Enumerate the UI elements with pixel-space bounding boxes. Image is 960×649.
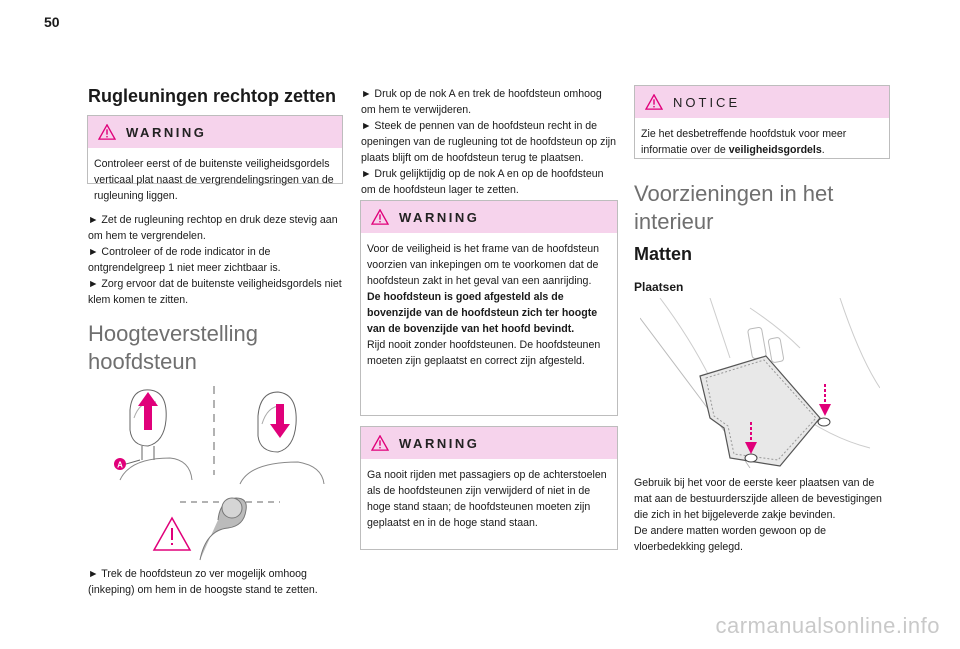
warning-icon bbox=[371, 209, 389, 225]
notice-icon bbox=[645, 94, 663, 110]
warning-box-2: WARNING Voor de veiligheid is het frame … bbox=[360, 200, 618, 416]
warning-box-1: WARNING Controleer eerst of de buitenste… bbox=[87, 115, 343, 202]
step-pull-up: ► Trek de hoofdsteun zo ver mogelijk omh… bbox=[88, 568, 318, 596]
warning-header: WARNING bbox=[361, 201, 617, 233]
notice-link-seatbelts: veiligheidsgordels bbox=[728, 144, 822, 156]
warning-text-bold: De hoofdsteun is goed afgesteld als de b… bbox=[367, 291, 598, 335]
mats-paragraph: De andere matten worden gewoon op de vlo… bbox=[634, 525, 826, 553]
warning-text: Controleer eerst of de buitenste veiligh… bbox=[94, 158, 334, 202]
section-title-interior: Voorzieningen in het interieur bbox=[634, 181, 834, 234]
warning-label: WARNING bbox=[399, 209, 480, 225]
step: ► Druk gelijktijdig op de nok A en op de… bbox=[361, 168, 604, 196]
mats-paragraph: Gebruik bij het voor de eerste keer plaa… bbox=[634, 477, 882, 521]
warning-box-3: WARNING Ga nooit rijden met passagiers o… bbox=[360, 426, 618, 550]
floor-mat-illustration bbox=[640, 298, 880, 468]
warning-text: Ga nooit rijden met passagiers op de ach… bbox=[367, 469, 607, 529]
warning-header: WARNING bbox=[88, 116, 342, 148]
section-title-headrest: Hoogteverstelling hoofdsteun bbox=[88, 321, 258, 374]
warning-icon bbox=[98, 124, 116, 140]
page-number: 50 bbox=[44, 14, 60, 30]
notice-text-part: Zie het desbetreffende hoofdstuk voor me… bbox=[641, 128, 847, 156]
notice-text-end: . bbox=[821, 144, 825, 156]
section-title-backrest: Rugleuningen rechtop zetten bbox=[88, 86, 337, 106]
steps-headrest: ► Druk op de nok A en trek de hoofdsteun… bbox=[361, 86, 619, 198]
warning-label: WARNING bbox=[126, 124, 207, 140]
heading-placing: Plaatsen bbox=[634, 280, 684, 294]
step: ► Controleer of de rode indicator in de … bbox=[88, 246, 281, 274]
watermark: carmanualsonline.info bbox=[715, 613, 940, 638]
steps-backrest: ► Zet de rugleuning rechtop en druk deze… bbox=[88, 212, 348, 308]
warning-header: WARNING bbox=[361, 427, 617, 459]
step: ► Steek de pennen van de hoofdsteun rech… bbox=[361, 120, 617, 164]
notice-header: NOTICE bbox=[635, 86, 889, 118]
step: ► Zorg ervoor dat de buitenste veilighei… bbox=[88, 278, 342, 306]
heading-mats: Matten bbox=[634, 244, 692, 264]
step: ► Druk op de nok A en trek de hoofdsteun… bbox=[361, 88, 602, 116]
notice-box: NOTICE Zie het desbetreffende hoofdstuk … bbox=[634, 85, 890, 159]
warning-label: WARNING bbox=[399, 435, 480, 451]
notice-text: Zie het desbetreffende hoofdstuk voor me… bbox=[635, 118, 889, 166]
label-a: A bbox=[117, 461, 123, 470]
warning-text: Voor de veiligheid is het frame van de h… bbox=[367, 243, 600, 287]
warning-text: Rijd nooit zonder hoofdsteunen. De hoofd… bbox=[367, 339, 601, 367]
headrest-illustration: A bbox=[114, 386, 325, 561]
mats-text: Gebruik bij het voor de eerste keer plaa… bbox=[634, 475, 886, 555]
warning-body: Voor de veiligheid is het frame van de h… bbox=[361, 233, 617, 377]
notice-label: NOTICE bbox=[673, 94, 741, 110]
step: ► Zet de rugleuning rechtop en druk deze… bbox=[88, 214, 338, 242]
warning-icon bbox=[371, 435, 389, 451]
